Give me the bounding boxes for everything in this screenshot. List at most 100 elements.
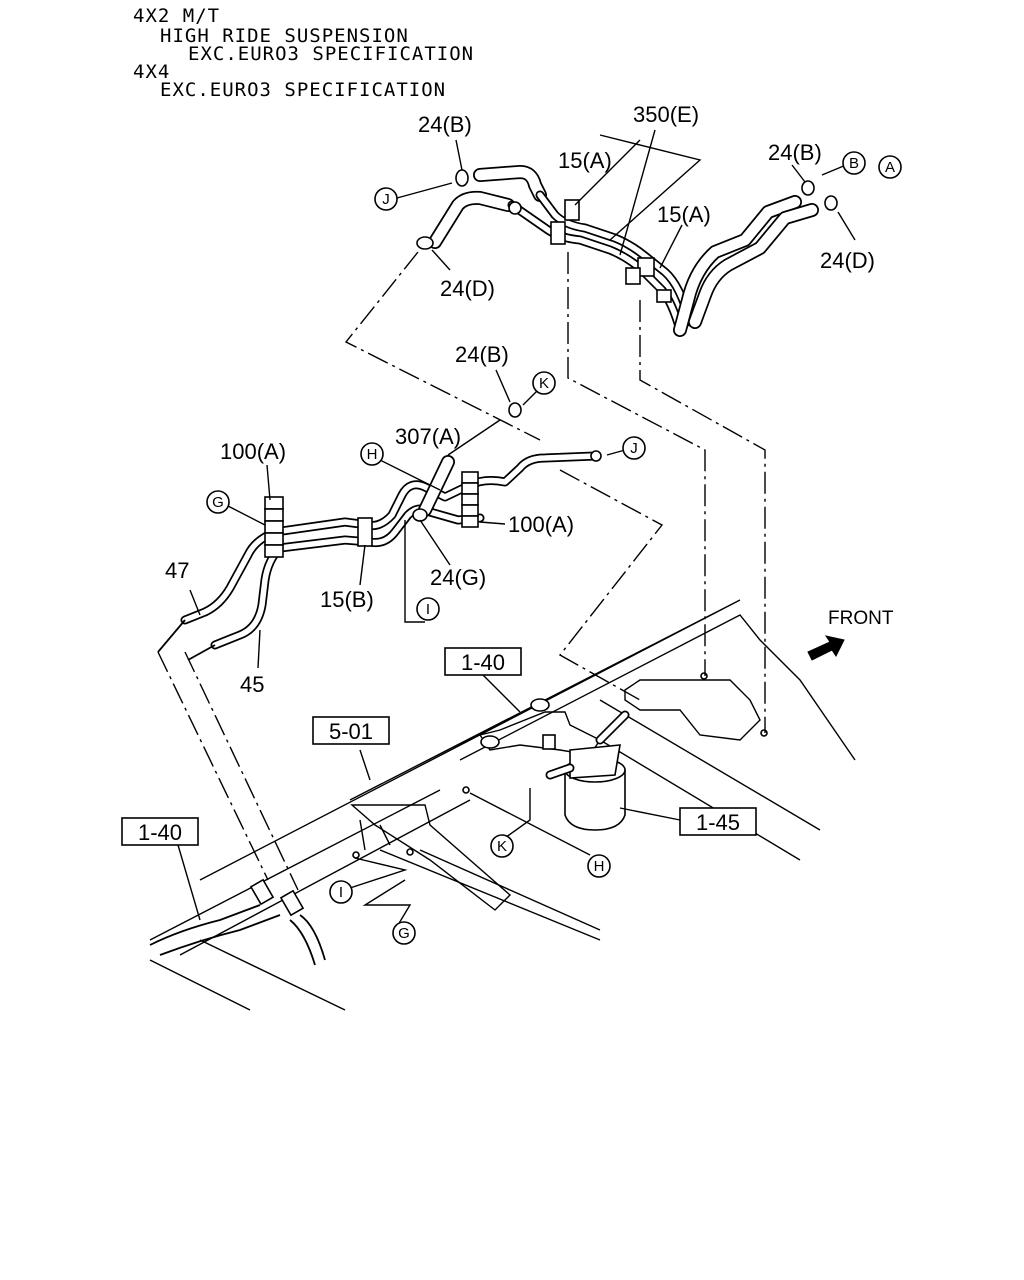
header-line-4x4: 4X4: [133, 61, 171, 83]
label-24d-right: 24(D): [820, 248, 875, 273]
svg-text:J: J: [382, 191, 390, 208]
ref-box-5-01[interactable]: 5-01: [312, 716, 390, 745]
callouts: J B A K H J G I K H I G: [206, 151, 902, 945]
callout-a: A: [878, 155, 902, 179]
clamp-24b-mid: [508, 402, 522, 418]
svg-text:5-01: 5-01: [329, 719, 373, 744]
clip-15b: [357, 517, 373, 547]
front-arrow-group: FRONT: [807, 608, 894, 661]
filter-canister: [564, 769, 626, 831]
upper-clip-15a-5: [656, 289, 672, 303]
svg-text:G: G: [398, 925, 410, 942]
clip-100a-left-3: [264, 520, 284, 534]
upper-clip-15a-4: [625, 267, 641, 285]
svg-text:K: K: [497, 838, 507, 855]
svg-text:A: A: [885, 159, 895, 176]
svg-text:1-45: 1-45: [696, 810, 740, 835]
clip-100a-right-1: [461, 471, 479, 484]
label-24b-mid: 24(B): [455, 342, 509, 367]
lower-connector-1: [249, 878, 275, 906]
clip-100a-left-1: [264, 496, 284, 510]
callout-b: B: [842, 151, 866, 175]
filter-fitting: [542, 734, 556, 750]
label-24g: 24(G): [430, 565, 486, 590]
front-label: FRONT: [828, 608, 894, 629]
label-307a: 307(A): [395, 424, 461, 449]
upper-clip-15a-2: [550, 221, 566, 245]
clip-100a-left-5: [264, 544, 284, 558]
point-i: [352, 851, 360, 859]
upper-pipe-assembly: [416, 165, 838, 337]
svg-text:H: H: [367, 446, 378, 463]
svg-text:B: B: [849, 155, 859, 172]
clamp-24d-right: [824, 195, 838, 211]
chassis-frame: [149, 599, 856, 1011]
route-a: [567, 252, 706, 676]
clip-100a-right-4: [461, 504, 479, 517]
route-47: [157, 651, 269, 881]
ref-box-1-40-top[interactable]: 1-40: [444, 647, 522, 676]
point-h: [462, 786, 470, 794]
callout-h-low: H: [587, 854, 611, 878]
clip-100a-right-2: [461, 482, 479, 495]
route-b: [639, 300, 766, 733]
svg-text:I: I: [339, 884, 343, 901]
callout-i-mid: I: [416, 597, 440, 621]
point-g: [406, 848, 414, 856]
label-100a-left: 100(A): [220, 439, 286, 464]
callout-j-top: J: [374, 187, 398, 211]
header-notes: 4X2 M/T HIGH RIDE SUSPENSION EXC.EURO3 S…: [0, 0, 1024, 110]
clamp-24b-top: [455, 169, 469, 187]
svg-text:1-40: 1-40: [138, 820, 182, 845]
header-line-suspension: HIGH RIDE SUSPENSION: [160, 25, 409, 47]
header-line-spec-1: EXC.EURO3 SPECIFICATION: [188, 43, 475, 65]
lower-pipes-2: [289, 914, 326, 966]
routing-lines: [157, 251, 766, 891]
route-mid: [558, 469, 664, 701]
frame-lower-rail: [379, 849, 601, 941]
filter-head: [569, 744, 621, 779]
label-15b: 15(B): [320, 587, 374, 612]
callout-g-low: G: [392, 921, 416, 945]
svg-text:I: I: [426, 601, 430, 618]
label-100a-right: 100(A): [508, 512, 574, 537]
label-15a-1: 15(A): [558, 148, 612, 173]
label-24b-right: 24(B): [768, 140, 822, 165]
reference-boxes: 1-40 5-01 1-40 1-45: [121, 647, 757, 846]
clip-100a-right-3: [461, 493, 479, 506]
clamp-upper-mid: [508, 201, 522, 215]
pipe-end-stubs: [157, 619, 216, 661]
upper-clip-15a-3: [637, 257, 655, 277]
part-labels: 24(B) 350(E) 15(A) 15(A) 24(B) 24(D) 24(…: [165, 102, 875, 697]
label-350e: 350(E): [633, 102, 699, 127]
svg-text:1-40: 1-40: [461, 650, 505, 675]
callout-k-mid: K: [532, 371, 556, 395]
bracket-bolt: [530, 698, 550, 712]
clamp-24d-left: [416, 236, 434, 250]
middle-pipe-assembly: [157, 402, 602, 661]
lower-connector-2: [279, 889, 305, 917]
clamp-24b-right: [801, 180, 815, 196]
point-b: [760, 729, 768, 737]
lower-pipes: [149, 904, 281, 956]
svg-text:H: H: [594, 858, 605, 875]
clip-100a-left-4: [264, 532, 284, 546]
frame-crossmember-right: [599, 699, 821, 861]
callout-j-mid: J: [622, 436, 646, 460]
clamp-24g: [412, 508, 428, 522]
ref-box-1-40-left[interactable]: 1-40: [121, 817, 199, 846]
frame-bracket-left: [350, 804, 512, 911]
route-i: [404, 520, 425, 623]
label-24d-left: 24(D): [440, 276, 495, 301]
frame-right-edge: [459, 614, 856, 761]
svg-text:J: J: [630, 440, 638, 457]
label-24b-top: 24(B): [418, 112, 472, 137]
leader-lines: [177, 129, 856, 931]
frame-rail-lines: [149, 599, 741, 956]
route-45: [184, 651, 299, 891]
bracket-hole-left: [480, 735, 500, 749]
callout-h-mid: H: [360, 442, 384, 466]
route-24d: [344, 251, 541, 441]
ref-box-1-45[interactable]: 1-45: [679, 807, 757, 836]
